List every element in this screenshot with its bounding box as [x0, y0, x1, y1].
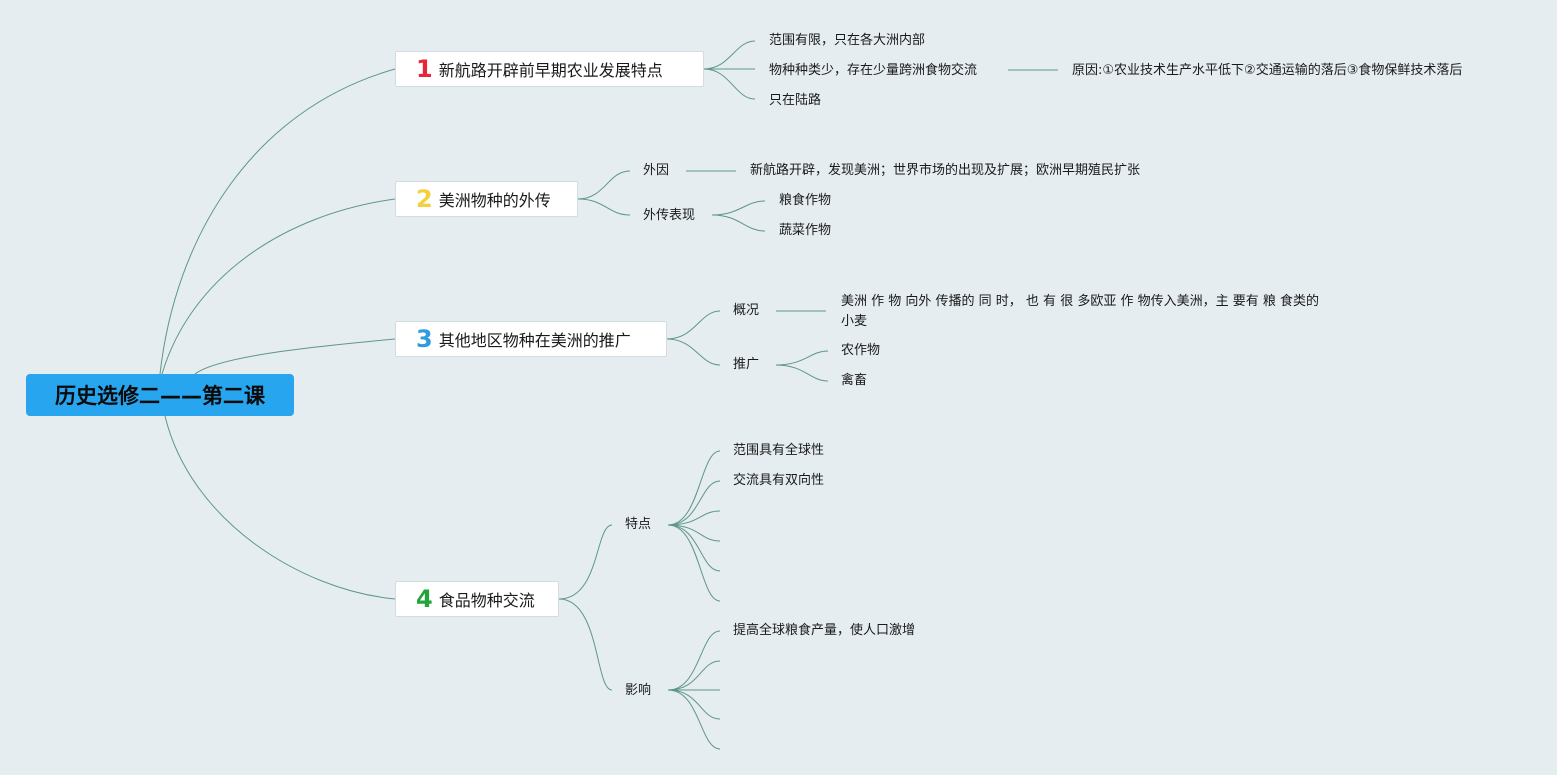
edge-root-topic2 — [161, 198, 396, 375]
t1-item-3[interactable]: 只在陆路 — [769, 93, 822, 108]
edge-t1-item1 — [703, 40, 756, 70]
t2-spread-item-2[interactable]: 蔬菜作物 — [779, 223, 832, 238]
topic-node-2[interactable]: 2 美洲物种的外传 — [395, 181, 578, 217]
edge-t3-promote-1 — [775, 350, 829, 366]
edge-t3-promote — [666, 338, 721, 366]
topic-label-4: 食品物种交流 — [438, 591, 535, 610]
topic-label-1: 新航路开辟前早期农业发展特点 — [438, 61, 663, 80]
edge-t2-external — [577, 170, 631, 200]
edge-t4-feature-4 — [667, 524, 721, 542]
topic-node-1[interactable]: 1 新航路开辟前早期农业发展特点 — [395, 51, 704, 87]
root-node[interactable]: 历史选修二——第二课 — [26, 374, 294, 416]
edge-t4-feature-2 — [667, 480, 721, 526]
root-title: 历史选修二——第二课 — [55, 384, 265, 408]
edge-root-topic3 — [194, 338, 396, 375]
topic-node-3[interactable]: 3 其他地区物种在美洲的推广 — [395, 321, 667, 357]
edge-t2-spread — [577, 198, 631, 216]
t2-spread[interactable]: 外传表现 — [643, 208, 696, 223]
edge-t4-impact-4 — [667, 689, 721, 720]
t4-features[interactable]: 特点 — [625, 517, 652, 532]
edge-t4-impact-5 — [667, 689, 721, 750]
t3-promote[interactable]: 推广 — [733, 357, 760, 372]
edge-t2-spread-1 — [711, 200, 766, 216]
edge-t4-features — [558, 524, 613, 600]
t2-external-detail[interactable]: 新航路开辟，发现美洲；世界市场的出现及扩展；欧洲早期殖民扩张 — [750, 163, 1141, 178]
edge-root-topic1 — [159, 68, 396, 375]
t2-spread-item-1[interactable]: 粮食作物 — [779, 193, 832, 208]
edge-t4-impact-2 — [667, 660, 721, 691]
edge-root-topic4 — [164, 415, 396, 600]
t4-impact-item-1[interactable]: 提高全球粮食产量，使人口激增 — [733, 623, 916, 638]
topic-number-3: 3 — [416, 325, 433, 353]
t3-promote-item-1[interactable]: 农作物 — [841, 343, 881, 358]
topic-label-2: 美洲物种的外传 — [438, 191, 551, 210]
t1-item-2[interactable]: 物种种类少，存在少量跨洲食物交流 — [769, 63, 978, 78]
edge-t4-impact — [558, 598, 613, 691]
topic-number-1: 1 — [416, 55, 433, 83]
t3-promote-item-2[interactable]: 禽畜 — [841, 373, 868, 388]
t1-reason[interactable]: 原因:①农业技术生产水平低下②交通运输的落后③食物保鲜技术落后 — [1072, 63, 1463, 78]
t4-feature-item-1[interactable]: 范围具有全球性 — [733, 443, 825, 458]
t1-item-1[interactable]: 范围有限，只在各大洲内部 — [769, 33, 926, 48]
edge-t2-spread-2 — [711, 214, 766, 232]
topic-label-3: 其他地区物种在美洲的推广 — [438, 331, 631, 350]
t4-feature-item-2[interactable]: 交流具有双向性 — [733, 473, 825, 488]
edge-t4-feature-3 — [667, 510, 721, 526]
edge-t4-feature-1 — [667, 450, 721, 526]
edge-t3-overview — [666, 310, 721, 340]
t3-overview-detail[interactable]: 美洲 作 物 向外 传播的 同 时， 也 有 很 多欧亚 作 物传入美洲，主 要… — [841, 294, 1319, 329]
t4-impact[interactable]: 影响 — [625, 683, 652, 698]
topic-number-4: 4 — [416, 585, 433, 613]
t2-external[interactable]: 外因 — [643, 163, 670, 178]
edge-t3-promote-2 — [775, 364, 829, 382]
edge-t4-feature-5 — [667, 524, 721, 572]
edge-t4-feature-6 — [667, 524, 721, 602]
topic-node-4[interactable]: 4 食品物种交流 — [395, 581, 559, 617]
topic-number-2: 2 — [416, 185, 433, 213]
edge-t1-item3 — [703, 68, 756, 100]
t3-overview[interactable]: 概况 — [733, 303, 760, 318]
edge-t4-impact-1 — [667, 630, 721, 691]
